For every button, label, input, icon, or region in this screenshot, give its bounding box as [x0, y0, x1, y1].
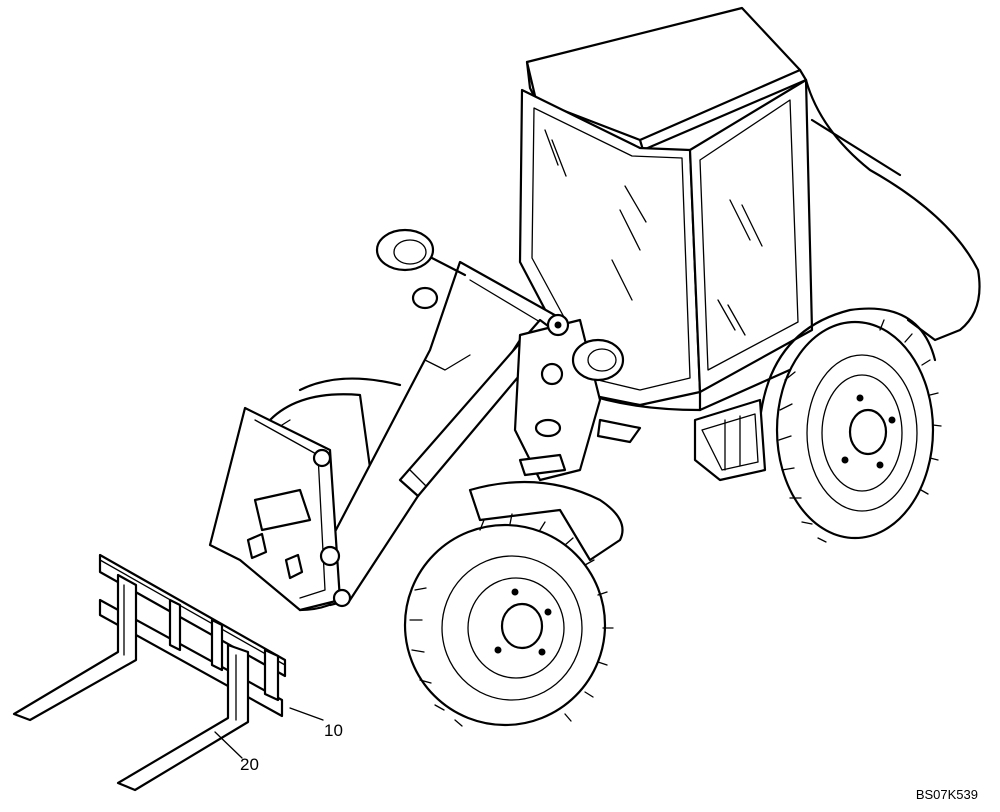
loader-boom	[208, 260, 642, 612]
front-right-wheel	[403, 480, 624, 727]
tow-hitch	[693, 398, 767, 482]
callout-10: 10	[324, 721, 343, 740]
drawing-code: BS07K539	[915, 787, 978, 802]
headlights	[375, 228, 625, 382]
fork-tines	[12, 573, 250, 792]
leader-lines	[214, 707, 324, 759]
callout-20: 20	[240, 755, 259, 774]
rear-wheel	[758, 307, 942, 543]
